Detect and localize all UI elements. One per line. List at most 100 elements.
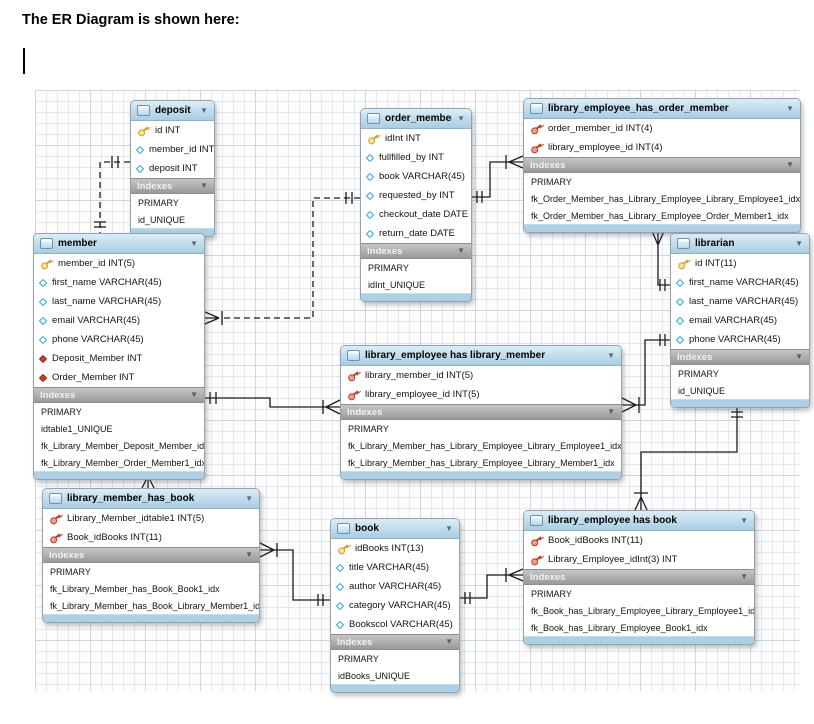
collapse-arrow-icon[interactable]: ▼: [795, 238, 803, 248]
index-row[interactable]: idtable1_UNIQUE: [41, 423, 113, 434]
column-row[interactable]: Book_idBooks INT(11): [524, 531, 754, 550]
indexes-collapse-arrow-icon[interactable]: ▼: [445, 637, 453, 646]
column-row[interactable]: title VARCHAR(45): [331, 558, 459, 577]
collapse-arrow-icon[interactable]: ▼: [190, 238, 198, 248]
index-row[interactable]: fk_Library_Member_has_Book_Book1_idx: [50, 583, 220, 594]
index-row[interactable]: fk_Library_Member_has_Library_Employee_L…: [348, 440, 621, 451]
index-row[interactable]: fk_Book_has_Library_Employee_Library_Emp…: [531, 605, 754, 616]
collapse-arrow-icon[interactable]: ▼: [200, 105, 208, 115]
index-row[interactable]: fk_Order_Member_has_Library_Employee_Lib…: [531, 193, 800, 204]
index-row[interactable]: PRIMARY: [678, 368, 719, 379]
column-row[interactable]: fullfilled_by INT: [361, 148, 471, 167]
column-row[interactable]: member_id INT(5): [34, 254, 204, 273]
er-table-library_employee_has_library_member[interactable]: library_employee has library_member▼libr…: [340, 345, 622, 480]
indexes-collapse-arrow-icon[interactable]: ▼: [245, 550, 253, 559]
index-row[interactable]: PRIMARY: [138, 197, 179, 208]
column-row[interactable]: return_date DATE: [361, 224, 471, 243]
column-row[interactable]: library_employee_id INT(5): [341, 385, 621, 404]
collapse-arrow-icon[interactable]: ▼: [786, 103, 794, 113]
index-row[interactable]: fk_Order_Member_has_Library_Employee_Ord…: [531, 210, 789, 221]
column-row[interactable]: phone VARCHAR(45): [671, 330, 809, 349]
index-row[interactable]: PRIMARY: [348, 423, 389, 434]
indexes-label: Indexes: [347, 406, 383, 418]
column-row[interactable]: first_name VARCHAR(45): [671, 273, 809, 292]
er-table-library_employee_has_order_member[interactable]: library_employee_has_order_member▼order_…: [523, 98, 801, 233]
index-row[interactable]: fk_Library_Member_has_Book_Library_Membe…: [50, 600, 259, 611]
column-row[interactable]: author VARCHAR(45): [331, 577, 459, 596]
column-row[interactable]: id INT: [131, 121, 214, 140]
collapse-arrow-icon[interactable]: ▼: [457, 113, 465, 123]
diamond-icon: [365, 191, 375, 200]
column-row[interactable]: Bookscol VARCHAR(45): [331, 615, 459, 634]
indexes-label: Indexes: [337, 636, 373, 648]
collapse-arrow-icon[interactable]: ▼: [445, 523, 453, 533]
column-text: requested_by INT: [379, 190, 455, 201]
indexes-collapse-arrow-icon[interactable]: ▼: [786, 160, 794, 169]
column-row[interactable]: Order_Member INT: [34, 368, 204, 387]
index-row[interactable]: PRIMARY: [531, 176, 572, 187]
index-row[interactable]: fk_Library_Member_Deposit_Member_idx: [41, 440, 204, 451]
text-cursor[interactable]: [23, 48, 25, 74]
collapse-arrow-icon[interactable]: ▼: [607, 350, 615, 360]
column-row[interactable]: member_id INT: [131, 140, 214, 159]
index-row[interactable]: idBooks_UNIQUE: [338, 670, 411, 681]
column-row[interactable]: id INT(11): [671, 254, 809, 273]
column-row[interactable]: library_member_id INT(5): [341, 366, 621, 385]
column-row[interactable]: category VARCHAR(45): [331, 596, 459, 615]
indexes-collapse-arrow-icon[interactable]: ▼: [740, 572, 748, 581]
index-row[interactable]: PRIMARY: [50, 566, 91, 577]
column-row[interactable]: Library_Employee_idInt(3) INT: [524, 550, 754, 569]
diamond-icon: [335, 601, 345, 610]
column-row[interactable]: phone VARCHAR(45): [34, 330, 204, 349]
indexes-collapse-arrow-icon[interactable]: ▼: [200, 181, 208, 190]
indexes-collapse-arrow-icon[interactable]: ▼: [457, 246, 465, 255]
column-row[interactable]: Library_Member_idtable1 INT(5): [43, 509, 259, 528]
index-row[interactable]: idInt_UNIQUE: [368, 279, 426, 290]
index-row[interactable]: fk_Book_has_Library_Employee_Book1_idx: [531, 622, 708, 633]
fk-key-icon: [345, 367, 361, 383]
column-row[interactable]: email VARCHAR(45): [34, 311, 204, 330]
indexes-label: Indexes: [530, 571, 566, 583]
column-text: Book_idBooks INT(11): [67, 532, 162, 543]
indexes-collapse-arrow-icon[interactable]: ▼: [795, 352, 803, 361]
index-row[interactable]: id_UNIQUE: [138, 214, 186, 225]
index-row[interactable]: id_UNIQUE: [678, 385, 726, 396]
er-table-librarian[interactable]: librarian▼id INT(11)first_name VARCHAR(4…: [670, 233, 810, 408]
indexes-collapse-arrow-icon[interactable]: ▼: [190, 390, 198, 399]
collapse-arrow-icon[interactable]: ▼: [245, 493, 253, 503]
index-row[interactable]: PRIMARY: [338, 653, 379, 664]
er-table-member[interactable]: member▼member_id INT(5)first_name VARCHA…: [33, 233, 205, 480]
index-row[interactable]: PRIMARY: [531, 588, 572, 599]
er-table-library_employee_has_book[interactable]: library_employee has book▼Book_idBooks I…: [523, 510, 755, 645]
column-row[interactable]: order_member_id INT(4): [524, 119, 800, 138]
column-row[interactable]: first_name VARCHAR(45): [34, 273, 204, 292]
column-row[interactable]: library_employee_id INT(4): [524, 138, 800, 157]
index-row[interactable]: fk_Library_Member_has_Library_Employee_L…: [348, 457, 615, 468]
index-row[interactable]: PRIMARY: [368, 262, 409, 273]
column-row[interactable]: idInt INT: [361, 129, 471, 148]
er-table-book[interactable]: book▼idBooks INT(13)title VARCHAR(45)aut…: [330, 518, 460, 693]
column-text: Library_Employee_idInt(3) INT: [548, 554, 678, 565]
table-footer: [524, 224, 800, 232]
diamond-icon: [135, 145, 145, 154]
column-row[interactable]: email VARCHAR(45): [671, 311, 809, 330]
column-row[interactable]: deposit INT: [131, 159, 214, 178]
indexes-collapse-arrow-icon[interactable]: ▼: [607, 407, 615, 416]
column-row[interactable]: idBooks INT(13): [331, 539, 459, 558]
index-row[interactable]: fk_Library_Member_Order_Member1_idx: [41, 457, 204, 468]
collapse-arrow-icon[interactable]: ▼: [740, 515, 748, 525]
index-row[interactable]: PRIMARY: [41, 406, 82, 417]
indexes-section-bar: Indexes▼: [671, 349, 809, 365]
er-table-library_member_has_book[interactable]: library_member_has_book▼Library_Member_i…: [42, 488, 260, 623]
column-text: checkout_date DATE: [379, 209, 469, 220]
column-row[interactable]: Deposit_Member INT: [34, 349, 204, 368]
column-row[interactable]: requested_by INT: [361, 186, 471, 205]
column-row[interactable]: last_name VARCHAR(45): [671, 292, 809, 311]
column-row[interactable]: book VARCHAR(45): [361, 167, 471, 186]
column-row[interactable]: last_name VARCHAR(45): [34, 292, 204, 311]
column-row[interactable]: Book_idBooks INT(11): [43, 528, 259, 547]
column-row[interactable]: checkout_date DATE: [361, 205, 471, 224]
table-footer: [524, 636, 754, 644]
